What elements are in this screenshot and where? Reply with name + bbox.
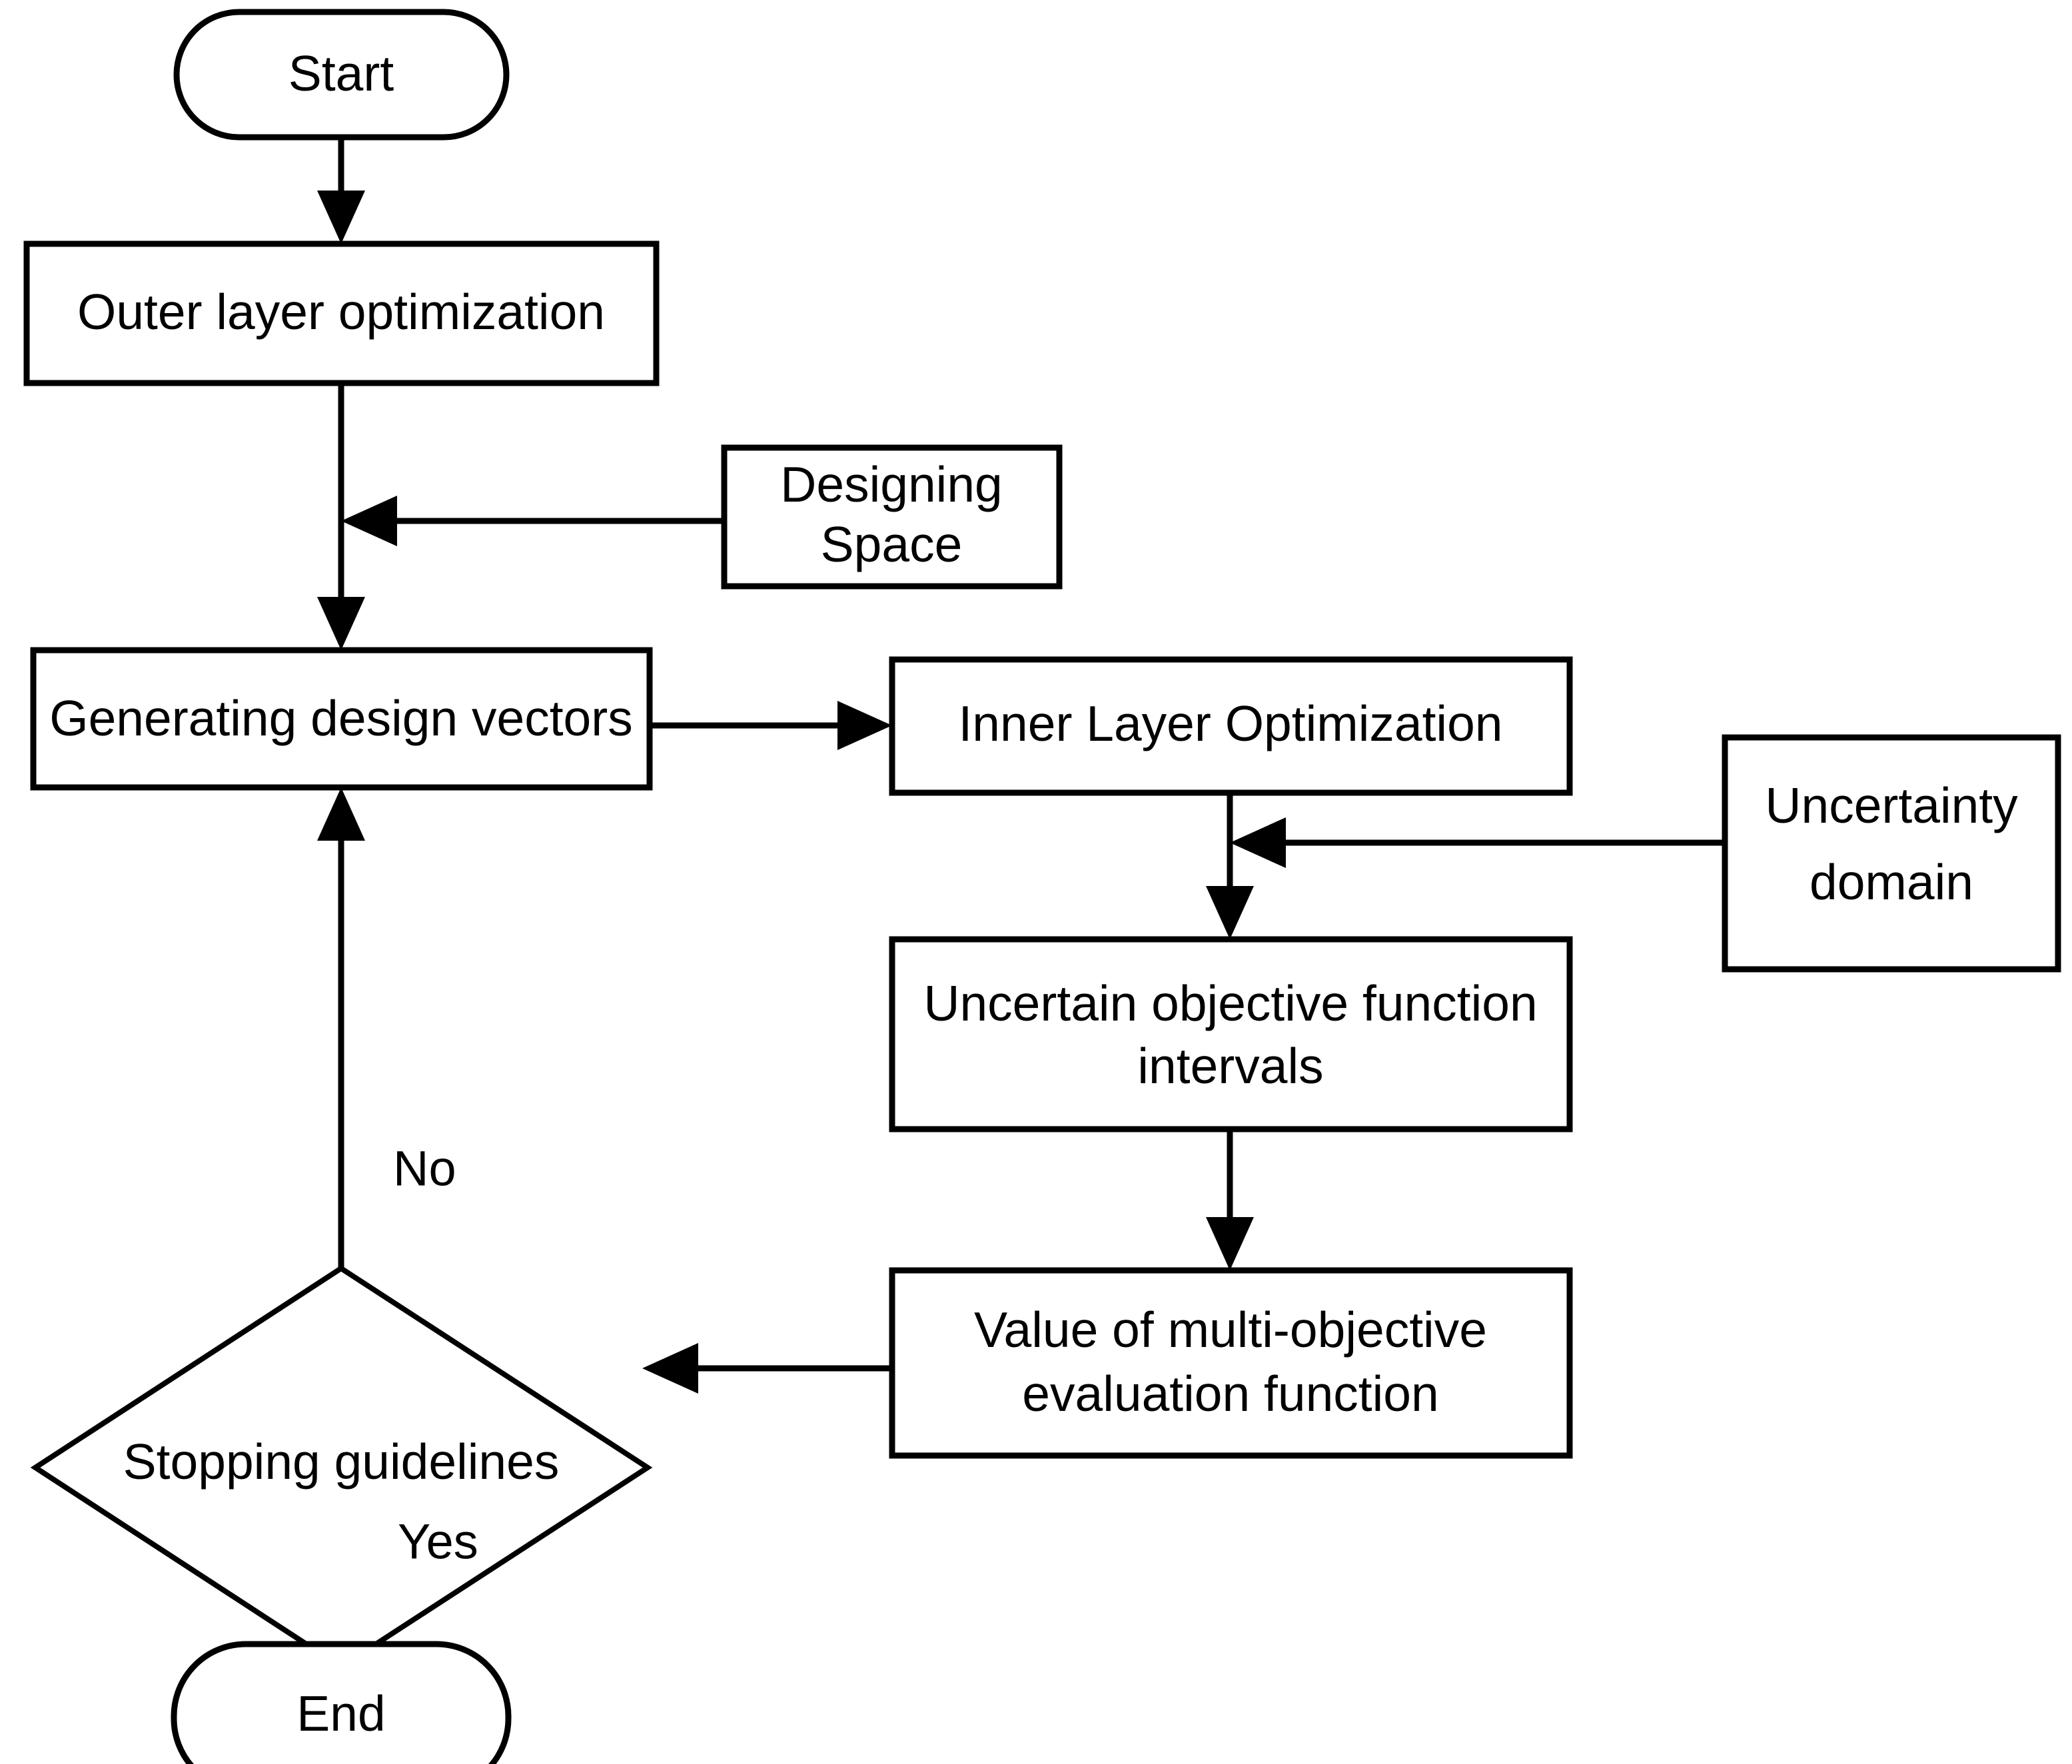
edge-uncertain-intervals-to-multi-objective-value [1206,1129,1254,1270]
inner-layer-optimization-label: Inner Layer Optimization [958,695,1502,751]
edge-label-yes: Yes [398,1514,478,1569]
edge-generating-vectors-to-inner-layer [650,701,892,750]
node-outer-layer-optimization[interactable]: Outer layer optimization [23,240,660,386]
uncertain-objective-function-intervals-label-line1: Uncertain objective function [923,975,1537,1031]
end-label: End [296,1685,385,1741]
designing-space-label-line2: Space [821,516,963,572]
edge-designing-space-to-outer-flow [341,496,724,546]
end-shape [171,1641,512,1764]
multi-objective-evaluation-value-shape [889,1267,1573,1459]
outer-layer-optimization-label: Outer layer optimization [77,284,605,340]
edge-multi-objective-value-to-stopping-guidelines [642,1343,892,1394]
node-end[interactable]: End [171,1641,512,1764]
designing-space-label-line1: Designing [780,456,1003,512]
inner-layer-optimization-shape [889,656,1573,796]
edge-inner-layer-to-uncertain-intervals [1206,793,1254,939]
uncertain-objective-function-intervals-shape [889,936,1573,1132]
node-generating-design-vectors[interactable]: Generating design vectors [30,647,653,791]
node-multi-objective-evaluation-value[interactable]: Value of multi-objective evaluation func… [889,1267,1573,1459]
stopping-guidelines-label: Stopping guidelines [123,1434,560,1490]
node-start[interactable]: Start [173,9,510,141]
designing-space-shape [721,444,1063,590]
start-label: Start [288,45,394,101]
node-inner-layer-optimization[interactable]: Inner Layer Optimization [889,656,1573,796]
uncertainty-domain-label-line2: domain [1810,854,1973,910]
edge-outer-layer-to-generating-vectors [317,383,365,650]
start-shape [173,9,510,141]
node-designing-space[interactable]: Designing Space [721,444,1063,590]
multi-objective-evaluation-value-label-line1: Value of multi-objective [974,1302,1487,1358]
edge-start-to-outer-layer [317,137,365,244]
outer-layer-optimization-shape [23,240,660,386]
edge-stopping-guidelines-no-to-generating-vectors [317,787,365,1268]
edge-label-no: No [393,1141,456,1196]
uncertainty-domain-shape [1722,734,2061,973]
multi-objective-evaluation-value-label-line2: evaluation function [1022,1366,1438,1422]
node-uncertainty-domain[interactable]: Uncertainty domain [1722,734,2061,973]
generating-design-vectors-label: Generating design vectors [49,690,633,746]
generating-design-vectors-shape [30,647,653,791]
node-stopping-guidelines[interactable]: Stopping guidelines [30,1265,653,1670]
uncertainty-domain-label-line1: Uncertainty [1765,777,2018,833]
uncertain-objective-function-intervals-label-line2: intervals [1137,1038,1323,1094]
edge-uncertainty-domain-to-inner-flow [1230,817,1725,868]
node-uncertain-objective-function-intervals[interactable]: Uncertain objective function intervals [889,936,1573,1132]
